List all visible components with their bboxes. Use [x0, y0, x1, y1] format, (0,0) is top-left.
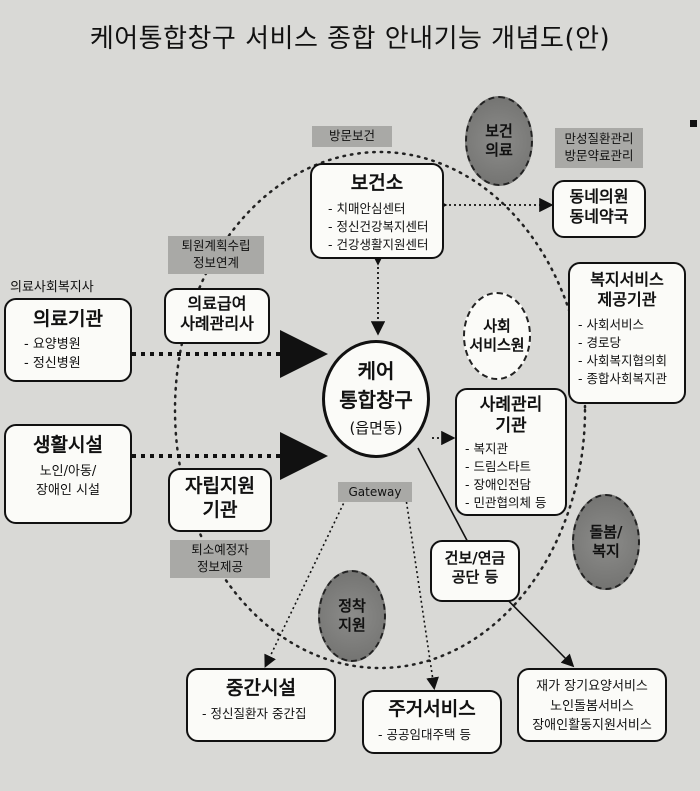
box-health-center: 보건소 치매안심센터 정신건강복지센터 건강생활지원센터 — [310, 163, 444, 259]
list-item: 공공임대주택 등 — [378, 726, 500, 744]
center-line2: 통합창구 — [339, 388, 413, 412]
oval-text: 돌봄/ — [589, 522, 623, 541]
housing-list: 공공임대주택 등 — [364, 726, 500, 744]
insurance-title2: 공단 등 — [451, 567, 499, 586]
tag-gateway: Gateway — [338, 482, 412, 503]
oval-text: 의료 — [485, 141, 513, 159]
tag-leaving-line1: 퇴소예정자 — [191, 542, 249, 557]
list-item: 드림스타트 — [465, 458, 565, 476]
health-center-title: 보건소 — [350, 172, 404, 194]
tag-leaving-line2: 정보제공 — [196, 558, 243, 574]
case-mgmt-title1: 사례관리 — [479, 395, 543, 415]
welfare-service-title1: 복지서비스 — [590, 270, 664, 289]
living-items: 노인/아동/ 장애인 시설 — [6, 462, 130, 501]
bullet-mark — [690, 120, 697, 127]
tag-clinic: 만성질환관리 방문약료관리 — [555, 128, 643, 168]
welfare-service-title2: 제공기관 — [597, 290, 657, 309]
longterm-line1: 재가 장기요양서비스 — [536, 679, 648, 694]
oval-care-welfare: 돌봄/복지 — [572, 494, 640, 590]
center-sub: (읍면동) — [349, 419, 403, 437]
living-title: 생활시설 — [33, 434, 103, 456]
oval-text: 보건 — [485, 121, 513, 140]
box-independence: 자립지원 기관 — [168, 468, 272, 532]
page-title: 케어통합창구 서비스 종합 안내기능 개념도(안) — [89, 24, 611, 54]
box-housing: 주거서비스 공공임대주택 등 — [362, 690, 502, 754]
list-item: 사회서비스 — [578, 316, 684, 334]
care-window-center: 케어 통합창구 (읍면동) — [322, 340, 430, 458]
tag-discharge: 퇴원계획수립 정보연계 — [168, 236, 264, 274]
longterm-line2: 노인돌봄서비스 — [550, 698, 634, 714]
list-item: 복지관 — [465, 440, 565, 458]
oval-text: 정착 — [338, 596, 366, 615]
oval-text: 복지 — [592, 542, 620, 560]
list-item: 사회복지협의회 — [578, 352, 684, 370]
box-clinic: 동네의원 동네약국 — [552, 180, 646, 238]
medical-title: 의료기관 — [33, 308, 103, 330]
box-intermediate: 중간시설 정신질환자 중간집 — [186, 668, 336, 742]
medical-list: 요양병원 정신병원 — [6, 336, 130, 374]
list-item: 건강생활지원센터 — [328, 236, 442, 254]
center-line1: 케어 — [357, 359, 395, 383]
box-medical: 의료기관 요양병원 정신병원 — [4, 298, 132, 382]
box-living: 생활시설 노인/아동/ 장애인 시설 — [4, 424, 132, 524]
list-item: 요양병원 — [24, 336, 130, 355]
independence-title2: 기관 — [202, 498, 238, 521]
case-mgmt-list: 복지관 드림스타트 장애인전담 민관협의체 등 — [457, 440, 565, 513]
med-benefit-title2: 사례관리사 — [180, 314, 254, 333]
oval-text: 사회 — [483, 316, 511, 335]
medical-social-worker-label: 의료사회복지사 — [10, 280, 94, 295]
tag-leaving: 퇴소예정자 정보제공 — [170, 540, 270, 578]
insurance-title1: 건보/연금 — [444, 549, 506, 567]
med-benefit-title1: 의료급여 — [187, 294, 247, 313]
oval-text: 서비스원 — [469, 336, 525, 354]
box-med-benefit: 의료급여 사례관리사 — [164, 288, 270, 344]
tag-home-visit: 방문보건 — [312, 126, 392, 147]
tag-clinic-line2: 방문약료관리 — [564, 147, 634, 163]
health-center-list: 치매안심센터 정신건강복지센터 건강생활지원센터 — [312, 200, 442, 254]
list-item: 정신건강복지센터 — [328, 218, 442, 236]
intermediate-list: 정신질환자 중간집 — [188, 705, 334, 723]
list-item: 종합사회복지관 — [578, 370, 684, 388]
list-item: 노인/아동/ — [39, 463, 97, 479]
longterm-line3: 장애인활동지원서비스 — [532, 718, 652, 733]
list-item: 정신질환자 중간집 — [202, 705, 334, 723]
housing-title: 주거서비스 — [388, 698, 476, 720]
list-item: 치매안심센터 — [328, 200, 442, 218]
clinic-title1: 동네의원 — [569, 187, 629, 206]
case-mgmt-title2: 기관 — [495, 416, 527, 437]
service-ring — [173, 150, 587, 670]
welfare-service-list: 사회서비스 경로당 사회복지협의회 종합사회복지관 — [570, 316, 684, 389]
list-item: 정신병원 — [24, 355, 130, 374]
list-item: 장애인전담 — [465, 476, 565, 494]
link-intermediate — [264, 489, 351, 668]
list-item: 민관협의체 등 — [465, 494, 565, 512]
clinic-title2: 동네약국 — [569, 207, 629, 226]
independence-title1: 자립지원 — [185, 475, 255, 497]
intermediate-title: 중간시설 — [226, 677, 296, 699]
tag-discharge-line2: 정보연계 — [192, 254, 239, 270]
tag-clinic-line1: 만성질환관리 — [564, 131, 634, 146]
box-insurance: 건보/연금 공단 등 — [430, 540, 520, 602]
oval-text: 지원 — [338, 616, 366, 634]
tag-discharge-line1: 퇴원계획수립 — [181, 238, 251, 253]
list-item: 경로당 — [578, 334, 684, 352]
box-case-mgmt: 사례관리 기관 복지관 드림스타트 장애인전담 민관협의체 등 — [455, 388, 567, 516]
box-longterm: 재가 장기요양서비스 노인돌봄서비스 장애인활동지원서비스 — [517, 668, 667, 742]
box-welfare-service: 복지서비스 제공기관 사회서비스 경로당 사회복지협의회 종합사회복지관 — [568, 262, 686, 404]
list-item: 장애인 시설 — [36, 483, 100, 499]
